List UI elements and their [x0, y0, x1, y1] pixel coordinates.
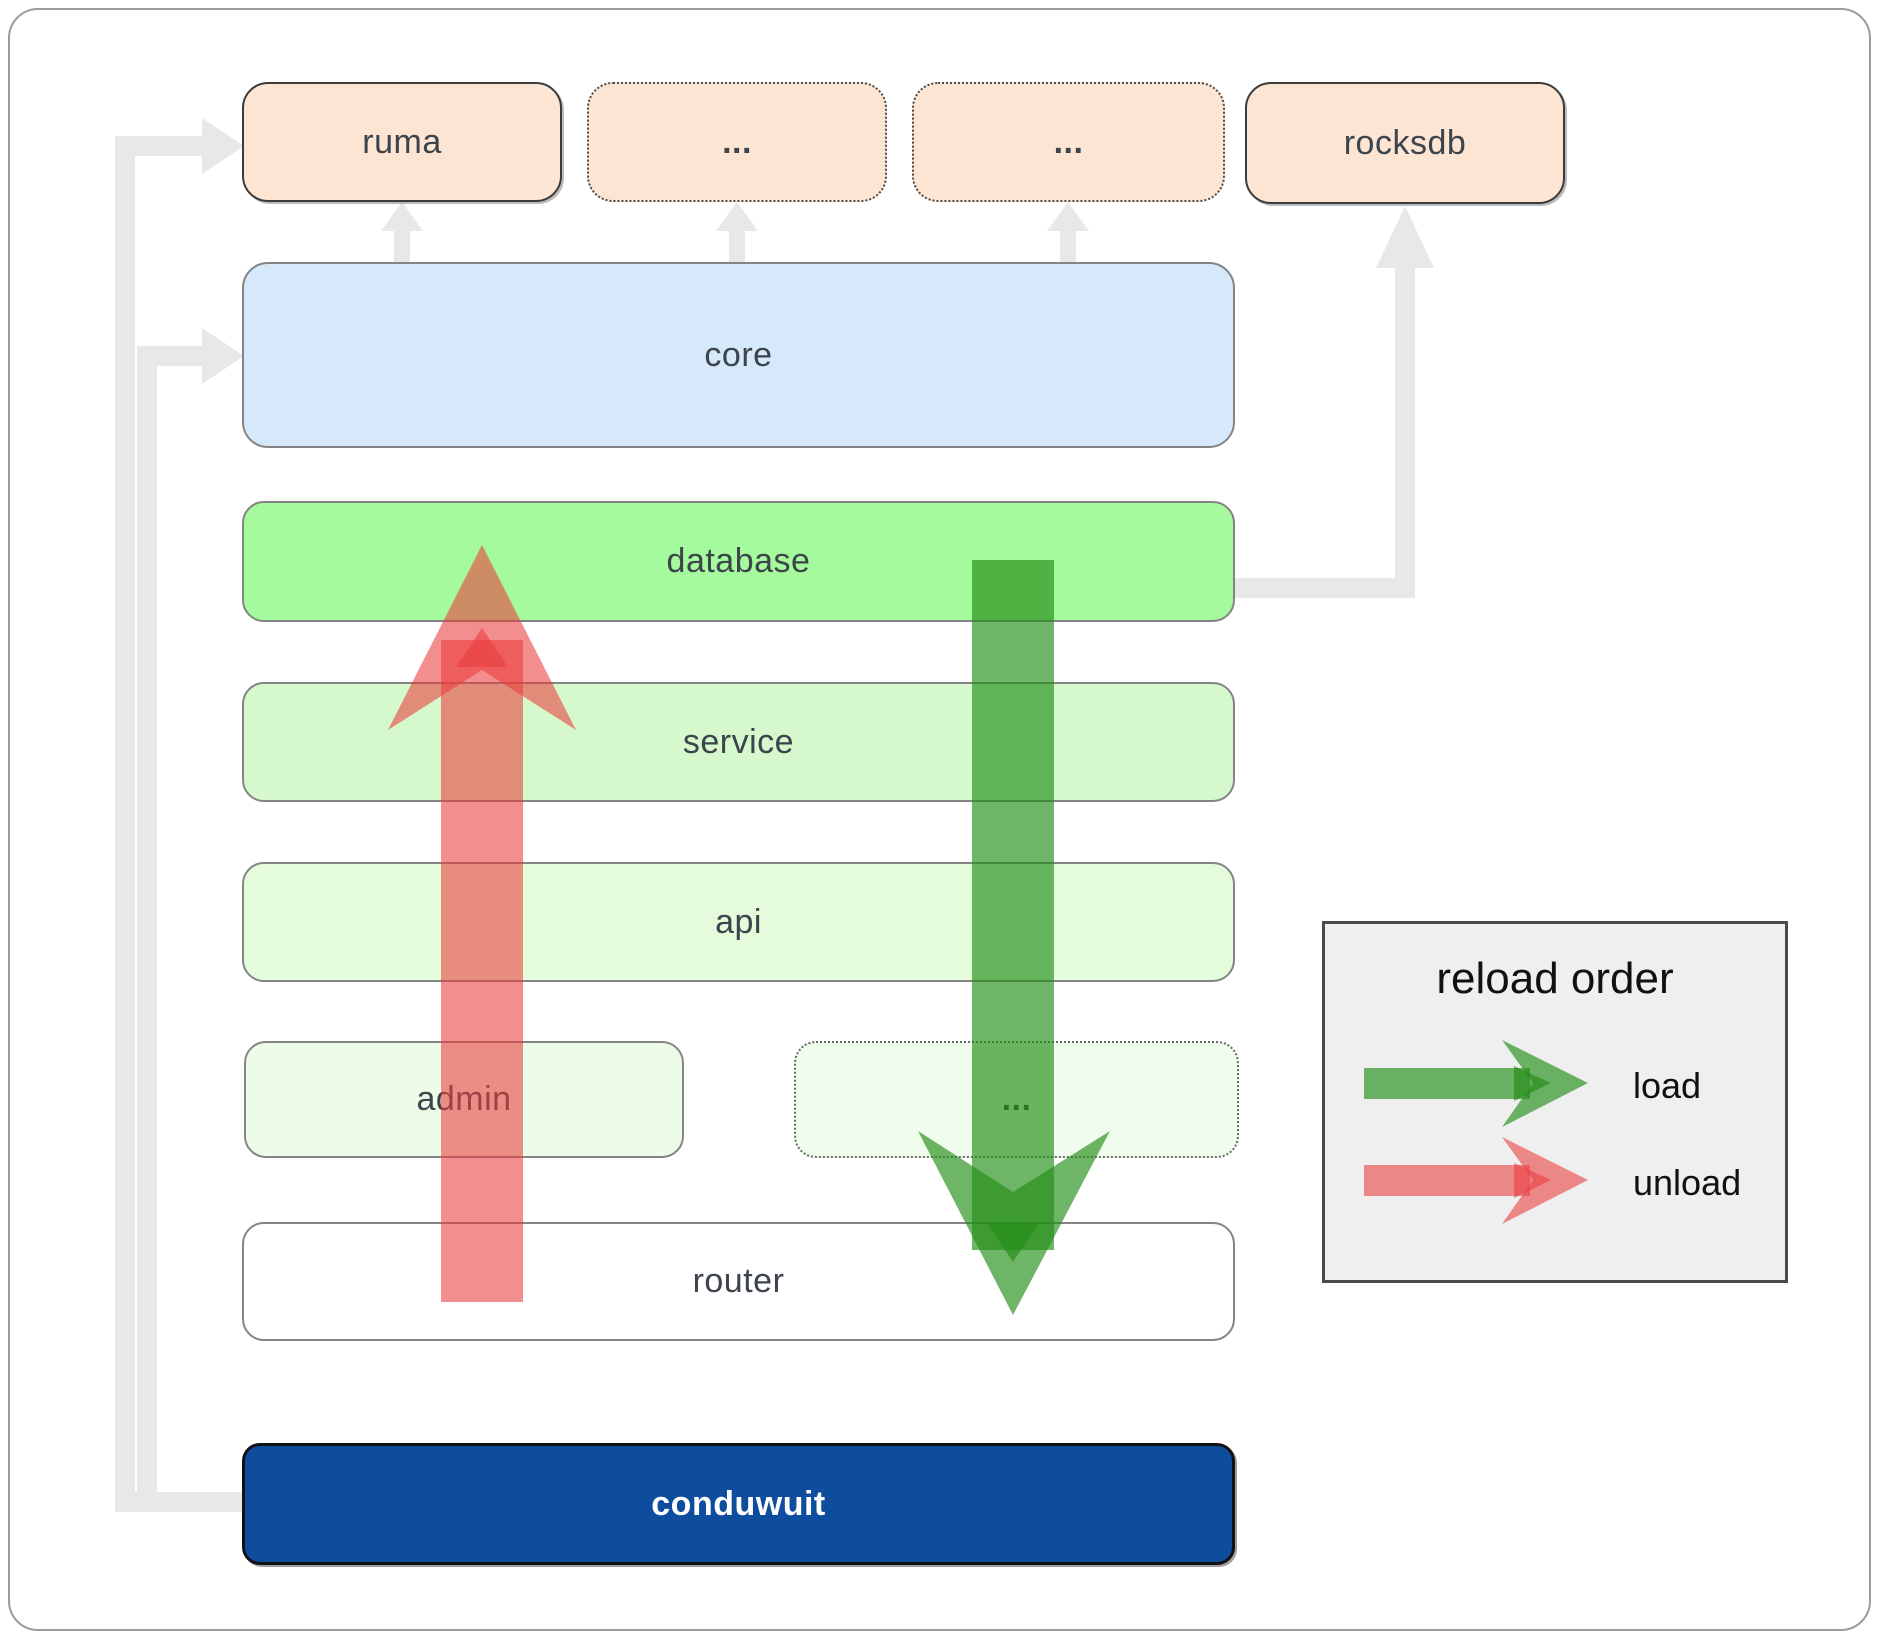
legend-reload-order: reload order load unload [1322, 921, 1788, 1283]
box-ellipsis-service-label: ... [1001, 1080, 1032, 1118]
legend-load-label: load [1633, 1065, 1702, 1106]
box-conduwuit-label: conduwuit [651, 1484, 826, 1523]
outer-frame [8, 8, 1871, 1631]
box-rocksdb-label: rocksdb [1343, 123, 1467, 162]
box-api-label: api [715, 902, 762, 941]
box-core-label: core [704, 335, 773, 374]
box-conduwuit: conduwuit [242, 1443, 1235, 1565]
box-ellipsis-crate-2-label: ... [1053, 122, 1084, 161]
box-ellipsis-crate-1: ... [587, 82, 887, 202]
legend-title: reload order [1436, 954, 1674, 1003]
box-admin-label: admin [416, 1080, 512, 1118]
legend-unload-label: unload [1633, 1162, 1742, 1203]
box-ellipsis-crate-1-label: ... [722, 122, 752, 161]
box-service: service [242, 682, 1235, 802]
box-router-label: router [692, 1262, 785, 1300]
box-core: core [242, 262, 1235, 448]
box-router: router [242, 1222, 1235, 1341]
box-ellipsis-crate-2: ... [912, 82, 1225, 202]
box-ruma: ruma [242, 82, 562, 202]
box-rocksdb: rocksdb [1245, 82, 1565, 204]
box-admin: admin [244, 1041, 684, 1158]
box-service-label: service [682, 722, 795, 761]
box-ellipsis-service: ... [794, 1041, 1239, 1158]
box-api: api [242, 862, 1235, 982]
box-ruma-label: ruma [362, 122, 442, 161]
box-database: database [242, 501, 1235, 622]
box-database-label: database [666, 542, 811, 580]
